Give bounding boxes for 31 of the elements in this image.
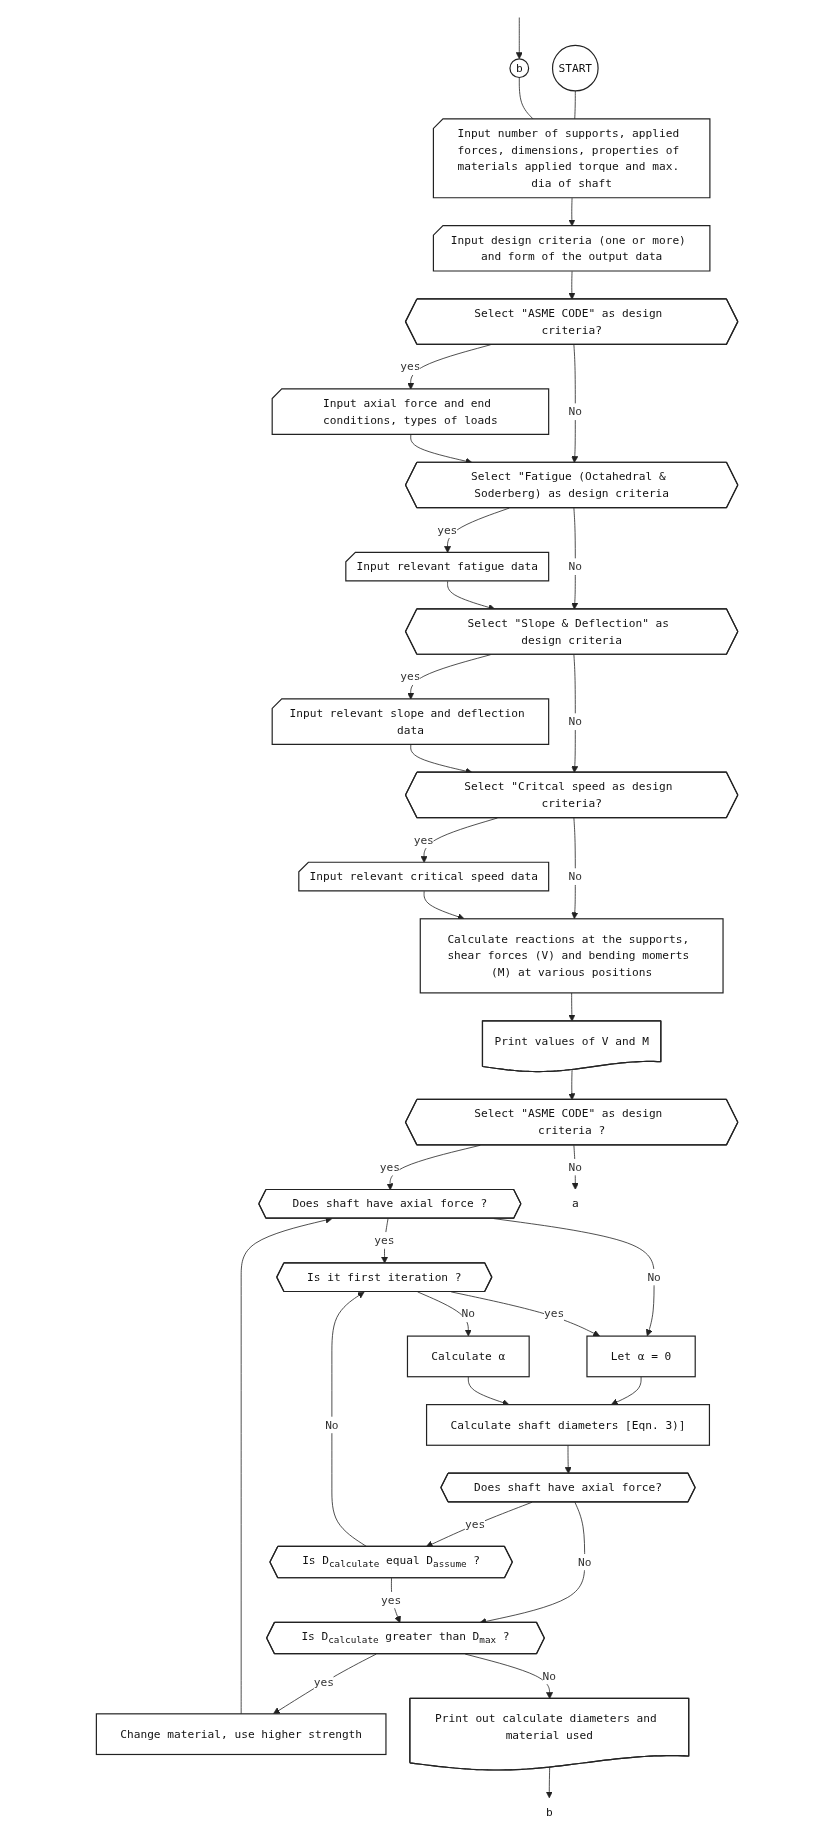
- edge-label: yes: [414, 833, 435, 846]
- node-box: Calculate reactions at the supports, shear forces (V) and bending momerts (M) at various positions: [420, 918, 725, 994]
- edge-label: yes: [381, 1593, 402, 1607]
- edge-label: yes: [380, 1160, 401, 1174]
- edge-label: No: [542, 1669, 557, 1682]
- edge-label: yes: [374, 1233, 395, 1247]
- node-circle: START: [552, 44, 600, 92]
- edge-label: No: [462, 1307, 476, 1320]
- edge-label: No: [578, 1555, 592, 1569]
- connector: [574, 90, 577, 120]
- edge-label: No: [568, 559, 583, 573]
- node-circle: b: [509, 58, 530, 79]
- edge-label: No: [325, 1418, 339, 1431]
- node-box: Calculate α: [407, 1335, 531, 1378]
- edge-label: yes: [544, 1307, 565, 1320]
- edge-label: No: [568, 404, 583, 418]
- edge-label: No: [647, 1270, 662, 1284]
- connector: [519, 77, 535, 120]
- edge-label: No: [568, 1160, 583, 1174]
- edge-label: yes: [465, 1517, 486, 1531]
- edge-label: yes: [400, 359, 421, 373]
- edge-label: No: [568, 869, 583, 883]
- node-box: Change material, use higher strength: [96, 1713, 387, 1756]
- node-box: Let α = 0: [586, 1335, 697, 1378]
- edge-label: yes: [400, 669, 421, 683]
- node-text: a: [572, 1197, 580, 1210]
- edge-label: yes: [437, 523, 458, 536]
- node-text: b: [546, 1805, 554, 1819]
- edge-label: No: [568, 714, 583, 728]
- node-box: Calculate shaft diameters [Eqn. 3)]: [426, 1404, 711, 1446]
- edge-label: yes: [314, 1675, 335, 1689]
